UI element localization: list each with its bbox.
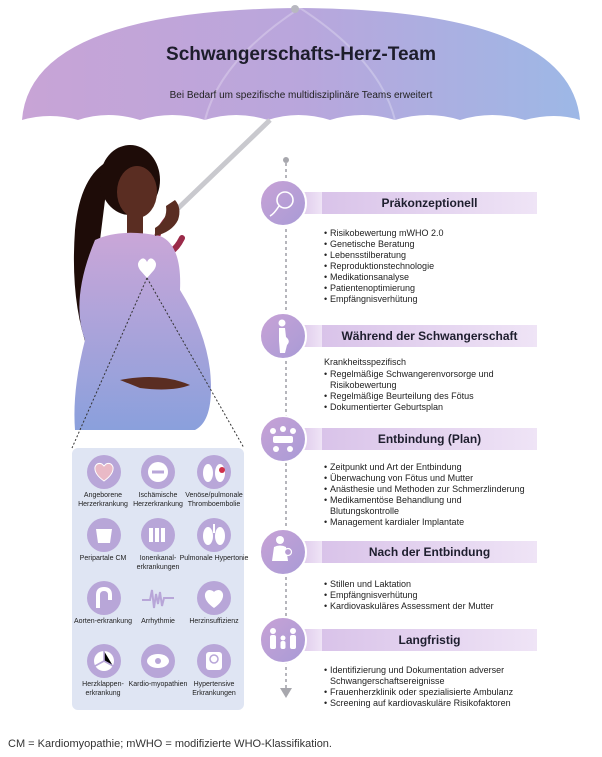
list-item: Zeitpunkt und Art der Entbindung [324, 462, 554, 473]
list-item: Medikamentöse Behandlung und Blutungskon… [324, 495, 505, 517]
family-icon [259, 616, 322, 664]
stage-label: Nach der Entbindung [322, 541, 537, 563]
heart-valve-icon [87, 644, 121, 678]
pregnant-woman-illustration [73, 145, 211, 430]
lungs-icon [197, 518, 231, 552]
heart-failure-icon [197, 581, 231, 615]
list-item: Patientenoptimierung [324, 283, 574, 294]
list-item: Kardiovaskuläres Assessment der Mutter [324, 601, 574, 612]
stage-items: Risikobewertung mWHO 2.0 Genetische Bera… [324, 228, 574, 305]
ischemic-heart-icon [141, 455, 175, 489]
list-item: Genetische Beratung [324, 239, 574, 250]
list-item: Screening auf kardiovaskuläre Risikofakt… [324, 698, 554, 709]
stage-label: Langfristig [322, 629, 537, 651]
list-item: Regelmäßige Beurteilung des Fötus [324, 391, 524, 402]
stage-label: Entbindung (Plan) [322, 428, 537, 450]
lungs-embolism-icon [197, 455, 231, 489]
stage-heading: Krankheitsspezifisch [324, 357, 407, 367]
list-item: Überwachung von Fötus und Mutter [324, 473, 554, 484]
stage-label: Während der Schwangerschaft [322, 325, 537, 347]
list-item: Stillen und Laktation [324, 579, 574, 590]
list-item: Regelmäßige Schwangerenvorsorge und Risi… [324, 369, 524, 391]
conception-icon [259, 179, 322, 227]
list-item: Frauenherzklinik oder spezialisierte Amb… [324, 687, 554, 698]
condition-label: Hypertensive Erkrankungen [192, 681, 236, 697]
condition-label: Herzklappen-erkrankung [82, 681, 124, 697]
mother-baby-icon [259, 528, 322, 576]
blood-pressure-icon [197, 644, 231, 678]
list-item: Medikationsanalyse [324, 272, 574, 283]
aorta-icon [87, 581, 121, 615]
condition-label: Arrhythmie [141, 618, 175, 625]
condition-label: Peripartale CM [79, 555, 127, 562]
condition-label: Angeborene Herzerkrankung [78, 492, 128, 508]
stage-items: Identifizierung und Dokumentation advers… [324, 665, 554, 709]
list-item: Management kardialer Implantate [324, 517, 554, 528]
pregnant-woman-icon [259, 312, 322, 360]
condition-label: Pulmonale Hypertonie [179, 555, 249, 562]
condition-label: Ischämische Herzerkrankung [133, 492, 183, 508]
conditions-panel [72, 448, 244, 710]
list-item: Lebensstilberatung [324, 250, 574, 261]
stage-items: Stillen und Laktation Empfängnisverhütun… [324, 579, 574, 612]
list-item: Empfängnisverhütung [324, 294, 574, 305]
list-item: Anästhesie und Methoden zur Schmerzlinde… [324, 484, 554, 495]
list-item: Dokumentierter Geburtsplan [324, 402, 524, 413]
stage-label: Präkonzeptionell [322, 192, 537, 214]
stage-items: Regelmäßige Schwangerenvorsorge und Risi… [324, 369, 524, 413]
ion-channel-icon [141, 518, 175, 552]
list-item: Reproduktionstechnologie [324, 261, 574, 272]
list-item: Risikobewertung mWHO 2.0 [324, 228, 574, 239]
arrhythmia-icon [142, 589, 174, 609]
list-item: Empfängnisverhütung [324, 590, 574, 601]
umbrella [22, 5, 580, 256]
condition-label: Kardio-myopathien [128, 681, 188, 688]
cardiomyopathy-icon [141, 644, 175, 678]
team-meeting-icon [259, 415, 322, 463]
congenital-heart-icon [87, 455, 121, 489]
condition-label: Aorten-erkrankung [74, 618, 132, 625]
stage-items: Zeitpunkt und Art der Entbindung Überwac… [324, 462, 554, 528]
list-item: Identifizierung und Dokumentation advers… [324, 665, 554, 687]
condition-label: Venöse/pulmonale Thromboembolie [185, 492, 243, 508]
page-title: Schwangerschafts-Herz-Team [166, 44, 436, 65]
page-subtitle: Bei Bedarf um spezifische multidisziplin… [169, 90, 433, 101]
condition-label: Ionenkanal-erkrankungen [136, 555, 180, 571]
peripartum-cm-icon [87, 518, 121, 552]
condition-label: Herzinsuffizienz [189, 618, 239, 625]
footnote: CM = Kardiomyopathie; mWHO = modifiziert… [8, 738, 332, 750]
